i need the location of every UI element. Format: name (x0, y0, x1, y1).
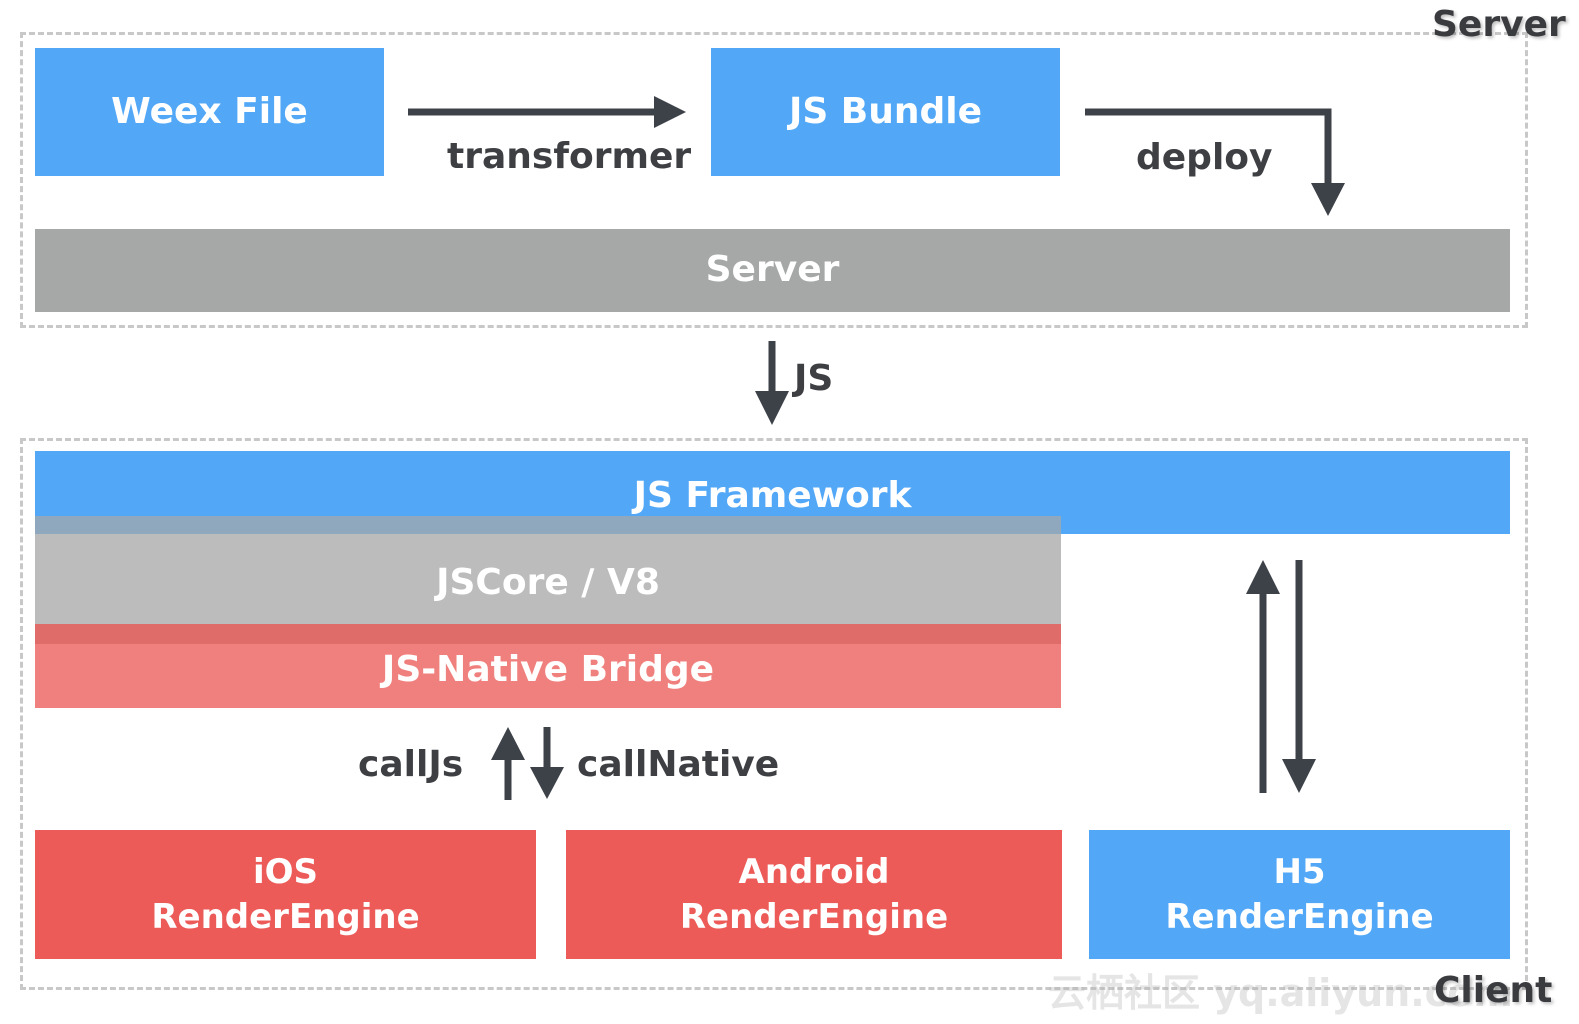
call-native-down-arrow-icon (530, 727, 564, 799)
android-renderengine-line1: Android (738, 852, 890, 893)
watermark-text: 云栖社区 yq.aliyun.com (1048, 971, 1513, 1015)
weex-file-box: Weex File (35, 48, 384, 176)
server-zone-label: Server (1432, 4, 1566, 45)
h5-renderengine-box: H5 RenderEngine (1089, 830, 1510, 959)
ios-renderengine-line1: iOS (252, 852, 319, 893)
call-native-label: callNative (577, 744, 780, 785)
android-renderengine-box: Android RenderEngine (566, 830, 1062, 959)
jscore-label: JSCore / V8 (436, 561, 660, 603)
call-js-label: callJs (358, 744, 464, 785)
call-js-up-arrow-icon (491, 727, 525, 800)
h5-renderengine-line1: H5 (1273, 852, 1326, 893)
ios-renderengine-box: iOS RenderEngine (35, 830, 536, 959)
server-bar-label: Server (705, 249, 840, 291)
js-down-arrow-icon (755, 341, 789, 425)
h5-renderengine-line2: RenderEngine (1165, 896, 1434, 937)
server-bar: Server (35, 229, 1510, 312)
js-bundle-label: JS Bundle (788, 90, 983, 132)
android-renderengine-line2: RenderEngine (679, 896, 949, 937)
jscore-box: JSCore / V8 (35, 516, 1061, 644)
js-bundle-box: JS Bundle (711, 48, 1060, 176)
js-framework-label: JS Framework (633, 475, 912, 516)
server-group-box (20, 32, 1528, 328)
deploy-arrow-icon (1085, 108, 1345, 216)
transformer-arrow-icon (408, 96, 686, 128)
js-native-bridge-label: JS-Native Bridge (381, 648, 715, 690)
client-group-box (20, 438, 1528, 990)
client-zone-label: Client (1434, 970, 1553, 1011)
deploy-label: deploy (1136, 137, 1273, 178)
h5-down-arrow-icon (1282, 560, 1316, 793)
ios-renderengine-line2: RenderEngine (151, 896, 420, 937)
transformer-label: transformer (447, 136, 692, 177)
weex-file-label: Weex File (111, 90, 308, 132)
js-native-bridge-box: JS-Native Bridge (35, 624, 1061, 708)
js-transfer-label: JS (794, 358, 834, 399)
h5-up-arrow-icon (1246, 560, 1280, 793)
